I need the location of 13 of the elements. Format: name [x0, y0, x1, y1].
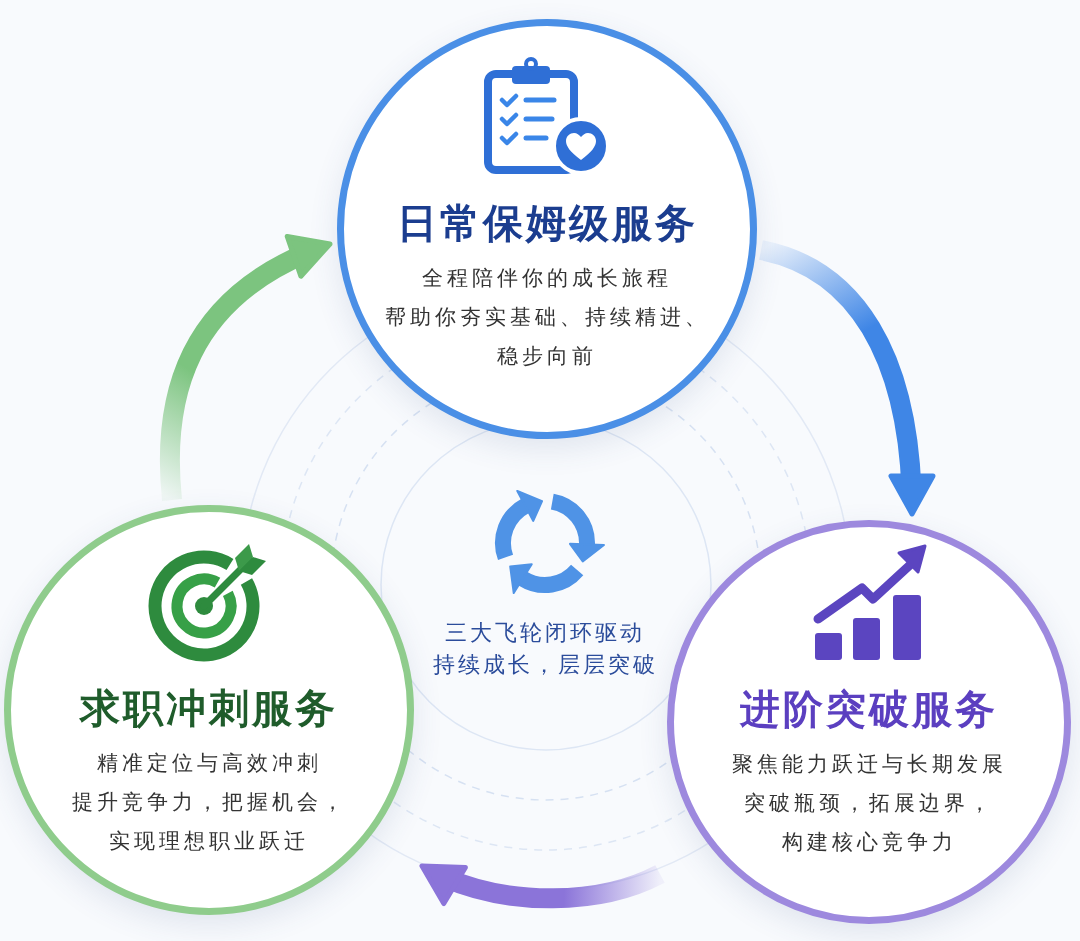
circle-description: 全程陪伴你的成长旅程: [421, 265, 673, 292]
circle-description: 聚焦能力跃迁与长期发展: [730, 751, 1008, 778]
circle-title: 日常保姆级服务: [396, 199, 698, 247]
center-caption: 三大飞轮闭环驱动: [445, 619, 645, 647]
center-caption: 持续成长，层层突破: [432, 651, 658, 679]
circle-description: 提升竞争力，把握机会，实现理想职业跃迁: [70, 789, 348, 855]
curved-arrow: [758, 240, 935, 517]
curved-arrow: [160, 234, 334, 501]
circle-title: 进阶突破服务: [740, 685, 998, 733]
circle-description: 帮助你夯实基础、持续精进、稳步向前: [383, 304, 711, 370]
circle-title: 求职冲刺服务: [80, 684, 338, 732]
circle-description: 精准定位与高效冲刺: [95, 750, 323, 777]
circle-description: 突破瓶颈，拓展边界，构建核心竞争力: [743, 790, 995, 856]
